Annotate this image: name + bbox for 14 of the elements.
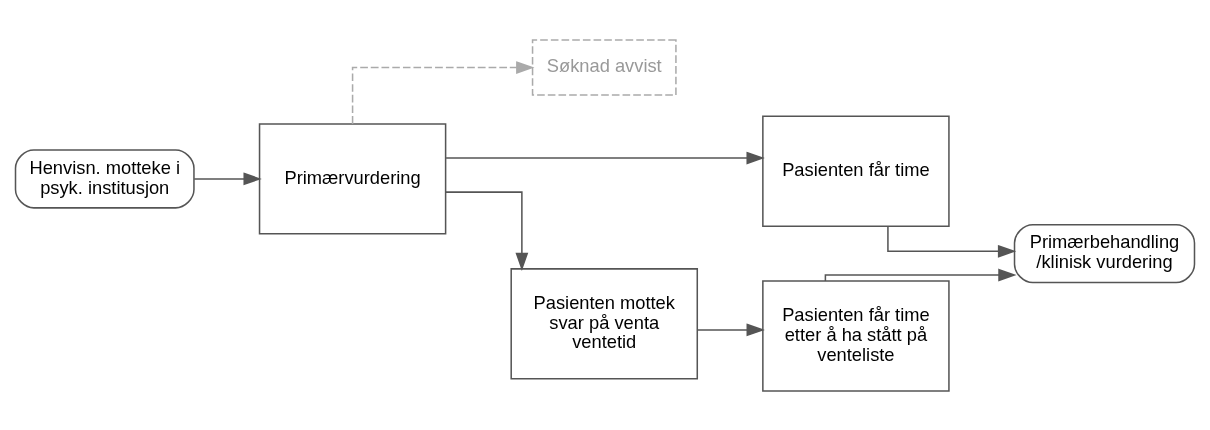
arrow: [887, 225, 1017, 258]
arrow: [193, 172, 262, 185]
node-box: Primærvurdering: [258, 122, 447, 235]
arrow: [351, 60, 535, 125]
node-box: Henvisn. motteke i psyk. institusjon: [14, 148, 195, 209]
arrow: [444, 190, 529, 271]
node-box: Pasienten mottek svar på venta ventetid: [510, 267, 699, 379]
node-box: Pasienten får time etter å ha stått på venteliste: [762, 279, 950, 392]
node-box: Søknad avvist: [531, 38, 677, 96]
arrow: [697, 322, 765, 336]
node-box: Pasienten får time: [762, 115, 950, 227]
arrow: [824, 268, 1017, 282]
arrow: [445, 151, 765, 164]
node-box: Primærbehandling /klinisk vurdering: [1013, 223, 1196, 283]
